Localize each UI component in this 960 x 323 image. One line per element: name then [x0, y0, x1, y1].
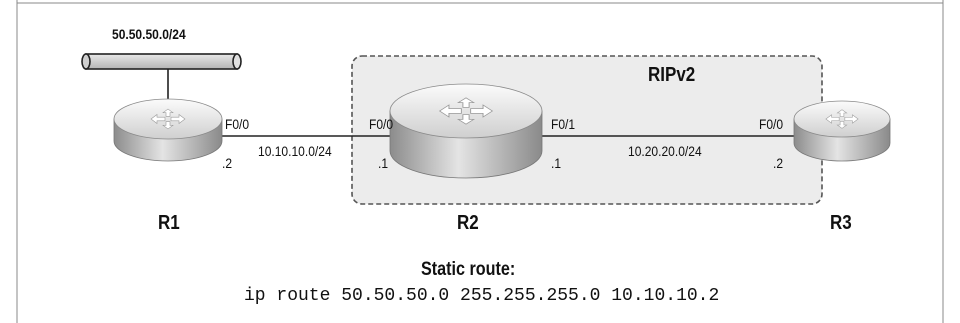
router-r1-icon	[113, 98, 223, 162]
r3-ip-suffix-label: .2	[773, 155, 784, 171]
r2-name-label: R2	[457, 212, 479, 234]
network-segment-pipe	[81, 53, 242, 70]
static-route-command: ip route 50.50.50.0 255.255.255.0 10.10.…	[244, 286, 720, 306]
r3-name-label: R3	[830, 212, 852, 234]
ripv2-label: RIPv2	[648, 64, 696, 86]
r1-name-label: R1	[158, 212, 180, 234]
r1-r2-subnet-label: 10.10.10.0/24	[258, 143, 332, 159]
r1-interface-label: F0/0	[225, 116, 250, 132]
router-r3-icon	[793, 100, 891, 162]
r1-ip-suffix-label: .2	[222, 155, 233, 171]
r3-interface-label: F0/0	[759, 116, 784, 132]
r2-right-ip-suffix-label: .1	[551, 155, 562, 171]
static-route-title: Static route:	[421, 259, 516, 280]
r2-right-interface-label: F0/1	[551, 116, 576, 132]
r2-left-ip-suffix-label: .1	[378, 155, 389, 171]
r2-r3-subnet-label: 10.20.20.0/24	[628, 143, 702, 159]
r2-left-interface-label: F0/0	[369, 116, 394, 132]
network-label: 50.50.50.0/24	[112, 26, 186, 42]
router-r2-icon	[389, 83, 543, 179]
